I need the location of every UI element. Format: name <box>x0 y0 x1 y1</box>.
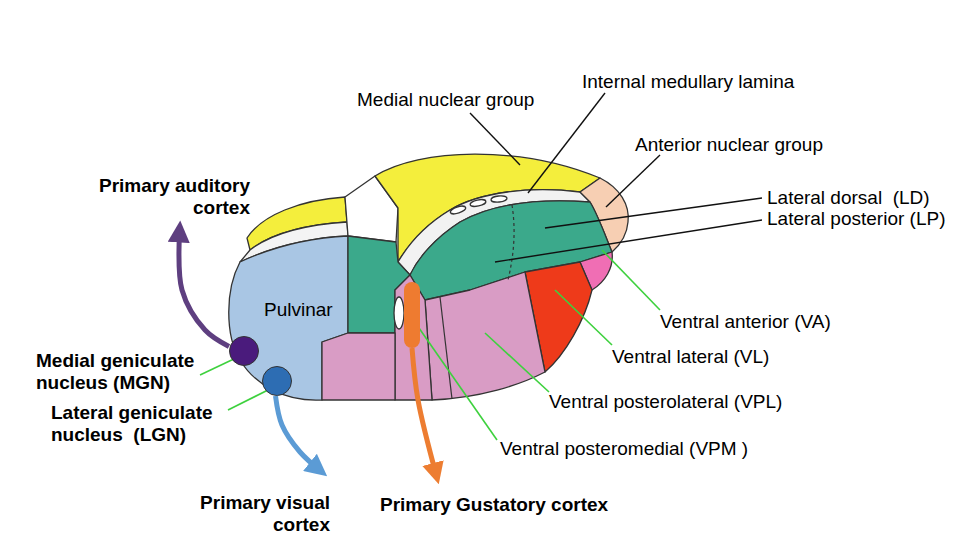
cortex-label: Primary auditory cortex <box>70 175 250 227</box>
cortex-label: Primary Gustatory cortex <box>380 478 608 516</box>
leader-line <box>485 333 549 392</box>
lamina-oval <box>449 205 466 216</box>
dotted-boundary <box>508 205 514 280</box>
projection-arrow <box>179 227 229 347</box>
projection-arrow <box>412 348 437 478</box>
lamina-oval <box>491 195 508 203</box>
nucleus-name: Medial geniculate nucleus (MGN) <box>36 350 216 394</box>
nucleus-name: Ventral posteromedial (VPM ) <box>500 438 748 460</box>
part-label: Lateral dorsal (LD) <box>767 187 930 209</box>
leader-line <box>545 198 762 228</box>
leader-line <box>528 93 605 193</box>
region-divider <box>440 297 452 399</box>
part-label: Internal medullary lamina <box>582 71 794 93</box>
part-label: Medial nuclear group <box>357 89 534 111</box>
cortex-name: Primary Gustatory cortex <box>380 494 608 516</box>
nucleus-name: Lateral geniculate nucleus (LGN) <box>51 402 231 446</box>
geniculate-nucleus: Lateral geniculate nucleus (LGN) <box>262 366 292 396</box>
posterior-area <box>322 333 395 400</box>
nucleus-name: Pulvinar <box>264 299 333 321</box>
cut-oval <box>394 297 404 329</box>
cortex-name: Primary visual cortex <box>170 492 330 536</box>
leader-line <box>470 113 520 165</box>
leader-line <box>412 318 497 440</box>
part-label: Ventral posterolateral (VPL) <box>549 391 782 413</box>
cortex-label: Primary visual cortex <box>170 472 330 536</box>
part-label: Ventral anterior (VA) <box>660 311 831 333</box>
part-label: Ventral lateral (VL) <box>612 346 769 368</box>
pulvinar-region: Pulvinar <box>240 250 345 390</box>
leader-line <box>606 155 660 207</box>
lamina-oval <box>470 198 487 207</box>
projection-arrow <box>276 396 323 472</box>
part-label: Lateral posterior (LP) <box>767 208 945 230</box>
leader-line <box>495 220 762 262</box>
cortex-name: Primary auditory cortex <box>70 175 250 219</box>
geniculate-nucleus: Medial geniculate nucleus (MGN) <box>229 336 259 366</box>
leader-line <box>555 290 612 345</box>
vpl-area <box>425 272 545 400</box>
part-label: Anterior nuclear group <box>635 134 823 156</box>
leader-line <box>602 250 660 310</box>
nucleus-region: Ventral posteromedial (VPM ) <box>404 282 420 348</box>
